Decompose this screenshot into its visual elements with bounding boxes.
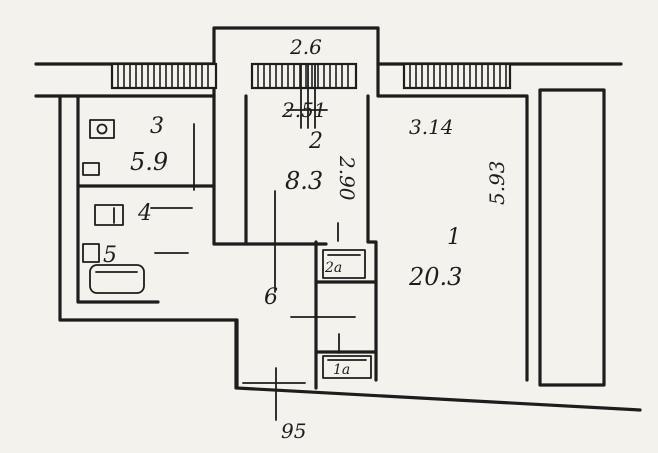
- room-number-5: 5: [103, 243, 117, 268]
- bath-wall-fixtures: [82, 162, 100, 263]
- right-balcony-outline: [538, 88, 606, 387]
- kitchen-width-label: 2.51: [281, 98, 327, 122]
- closet-2a-label: 2a: [324, 260, 342, 276]
- room-area-1: 20.3: [408, 263, 462, 291]
- closet-1a-label: 1a: [333, 362, 350, 378]
- living-depth-label: 5.93: [485, 160, 509, 205]
- room-number-4: 4: [137, 201, 152, 226]
- living-width-label: 3.14: [409, 115, 454, 139]
- closet-2a: [322, 249, 366, 279]
- window-right: [402, 62, 512, 90]
- top-center-stair-mark: [286, 64, 328, 129]
- bath-fixture: [89, 264, 145, 294]
- room-area-2: 8.3: [285, 167, 323, 195]
- top-width-label: 2.6: [289, 35, 322, 59]
- window-middle: [250, 62, 358, 90]
- sink-symbol: [89, 119, 115, 139]
- room-number-1: 1: [447, 225, 461, 250]
- right-room-wall: [376, 62, 529, 382]
- kitchen-left-wall: [212, 94, 248, 246]
- window-left: [110, 62, 218, 90]
- toilet-fixture: [94, 204, 124, 226]
- bottom-width-label: 95: [281, 419, 306, 443]
- kitchen-depth-label: 2.90: [335, 155, 359, 201]
- living-left-wall: [366, 94, 378, 382]
- room-number-2: 2: [308, 129, 323, 154]
- room-number-6: 6: [264, 285, 278, 310]
- closet-1a: [322, 355, 372, 379]
- wet-core-left-wall: [76, 94, 160, 304]
- room-area-3: 5.9: [130, 148, 168, 176]
- room-number-3: 3: [150, 114, 164, 139]
